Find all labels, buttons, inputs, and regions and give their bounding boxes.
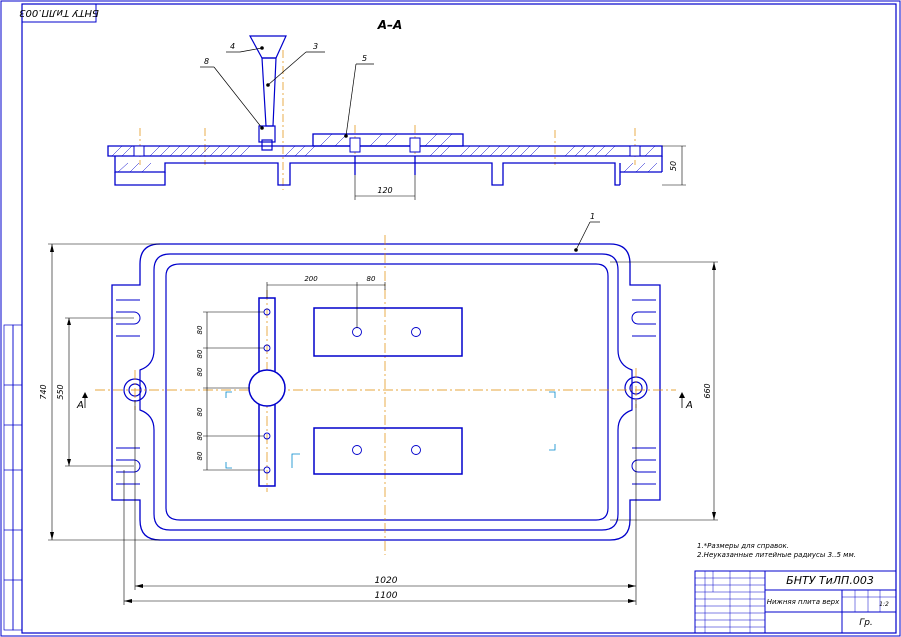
dim-pitch-3: 80 [196,367,204,376]
section-bushings [133,137,641,157]
section-callouts [200,47,374,137]
dim-pitch-1: 80 [196,325,204,334]
title-block [694,570,897,634]
section-dim-120: 120 [377,186,392,195]
title-name: Нижняя плита верх [767,598,840,606]
callout-5: 5 [362,54,367,63]
dimension-arrows [50,244,716,603]
dim-740: 740 [39,384,48,399]
section-hatching [111,133,658,173]
dim-pitch-4: 80 [196,407,204,416]
cavity-inserts [313,307,463,475]
dim-pitch-2: 80 [196,349,204,358]
plan-outer-contour [111,243,661,541]
stamp-text: БНТУ ТиЛП.003 [19,7,99,18]
callout-3: 3 [313,42,318,51]
dim-200: 200 [304,275,318,283]
section-marker-right: А [685,400,693,411]
sprue-funnel [248,35,287,151]
title-group: Гр. [859,618,873,628]
note-2: 2.Неуказанные литейные радиусы 3..5 мм. [697,551,856,559]
guide-bushings [123,376,648,402]
rotated-code-stamp: БНТУ ТиЛП.003 [19,3,99,23]
section-dimension-lines [354,145,686,200]
section-title: А–А [377,18,403,32]
dim-1100: 1100 [375,591,398,601]
section-marker-left: А [76,400,84,411]
note-1: 1.*Размеры для справок. [697,542,789,550]
inner-frame [21,3,897,634]
callout-1: 1 [590,212,595,221]
section-callout-dots [260,46,348,138]
dim-pitch-6: 80 [196,451,204,460]
dim-80-top: 80 [367,275,376,283]
dim-550: 550 [56,384,65,399]
ear-slots [116,299,656,485]
callout-8: 8 [204,57,209,66]
corner-ticks [225,391,556,469]
title-scale: 1:2 [879,601,889,608]
dim-660: 660 [703,383,712,398]
section-arrows [84,396,683,408]
dim-1020: 1020 [375,576,398,586]
plan-dimension-lines [48,243,718,605]
section-view: 4 3 8 5 120 50 [107,35,686,200]
plan-view: 1 А А [39,212,718,605]
plan-inner-cavity [165,263,609,521]
section-dim-50: 50 [669,161,678,171]
plan-second-contour [139,253,633,531]
left-binding-strip [3,324,23,631]
insert-holes [352,327,421,455]
title-code: БНТУ ТиЛП.003 [786,574,874,587]
callout-4: 4 [230,42,235,51]
plan-centerlines [95,235,676,555]
dim-pitch-5: 80 [196,431,204,440]
section-plate [107,133,663,186]
